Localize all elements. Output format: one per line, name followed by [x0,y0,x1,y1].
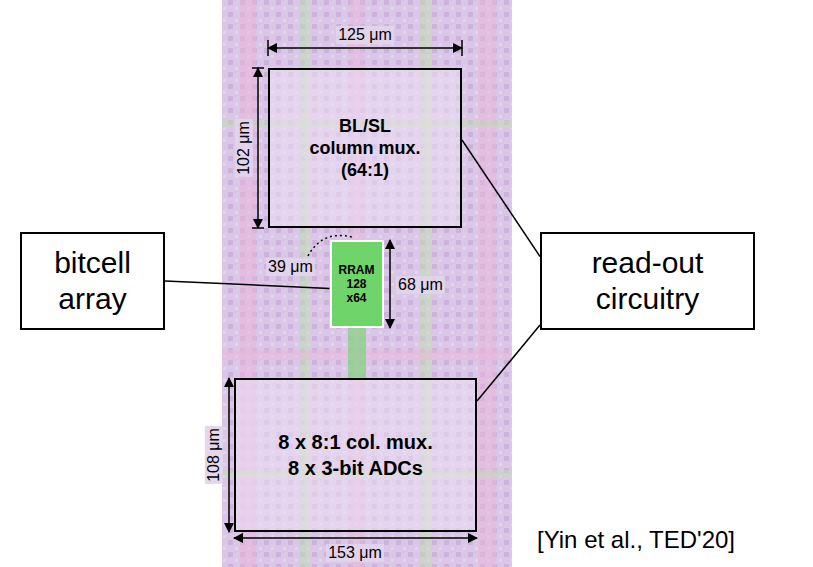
dimension-label: 108 μm [205,426,223,484]
mux-block: BL/SL column mux. (64:1) [268,68,462,228]
dimension-label: 68 μm [396,276,445,294]
node-text: 8 x 8:1 col. mux. [278,429,433,455]
callout-box: read-out circuitry [540,232,755,330]
leader-line [477,325,540,401]
callout-box: bitcell array [20,232,165,330]
bitcell-array: RRAM 128 x64 [330,240,384,328]
node-text: 8 x 3-bit ADCs [288,455,423,481]
dimension-label: 125 μm [336,26,394,44]
adc-block: 8 x 8:1 col. mux.8 x 3-bit ADCs [234,378,477,532]
leader-line [165,281,330,288]
node-text: BL/SL column mux. (64:1) [307,115,423,181]
node-text: bitcell array [28,245,158,317]
node-text: read-out circuitry [548,245,748,317]
node-text: RRAM 128 x64 [336,263,378,305]
leader-line [462,140,540,257]
citation: [Yin et al., TED'20] [535,526,737,554]
dimension-label: 102 μm [235,119,253,177]
dimension-label: 153 μm [326,544,384,562]
dimension-label: 39 μm [266,258,315,276]
